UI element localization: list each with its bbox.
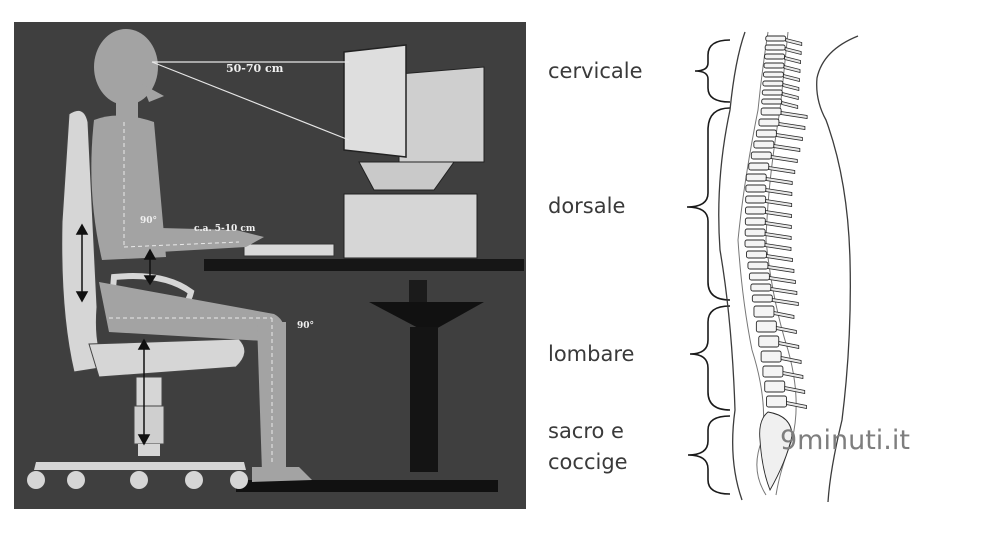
monitor — [343, 44, 485, 259]
vertebra-process — [782, 82, 800, 92]
vertebra-process — [784, 55, 801, 65]
region-label-cervicale: cervicale — [548, 59, 643, 83]
vertebra — [760, 350, 782, 363]
vertebra-process — [770, 155, 798, 163]
vertebra-process — [783, 73, 800, 83]
vertebra — [764, 44, 786, 51]
vertebra — [763, 62, 785, 69]
vertebra-process — [773, 311, 795, 319]
vertebra — [764, 53, 786, 60]
sacrum — [759, 411, 793, 492]
vertebra — [745, 206, 766, 215]
bracket-lombare — [689, 305, 731, 411]
vertebra — [762, 365, 784, 378]
vertebra-process — [780, 111, 808, 119]
vertebra-process — [764, 243, 792, 251]
vertebra-process — [784, 46, 802, 56]
vertebra — [761, 98, 783, 105]
ergonomic-workstation-illustration: 50-70 cm c.a. 5-10 cm 90° 90° — [14, 22, 526, 509]
elbow-angle-label: 90° — [140, 216, 157, 226]
vertebra-process — [785, 37, 803, 47]
vertebra-process — [765, 177, 793, 185]
vertebra-process — [780, 356, 802, 364]
bracket-dorsale — [686, 107, 731, 301]
vertebra — [760, 107, 782, 116]
vertebra-process — [778, 122, 806, 130]
vertebra-process — [765, 199, 793, 207]
watermark-text: 9minuti.it — [780, 425, 910, 456]
vertebra-process — [765, 188, 793, 196]
vertebra — [748, 162, 770, 171]
region-label-lombare: lombare — [548, 342, 635, 366]
vertebra — [755, 320, 777, 333]
vertebra-process — [766, 254, 793, 262]
forearm-clearance-label: c.a. 5-10 cm — [194, 224, 256, 234]
bracket-cervicale — [694, 39, 731, 103]
vertebra — [758, 335, 780, 348]
vertebra-process — [764, 221, 792, 229]
vertebra — [747, 261, 769, 270]
desk — [204, 259, 524, 492]
vertebra — [746, 250, 767, 259]
vertebra-process — [786, 401, 807, 409]
forearm-guide-line — [123, 241, 240, 248]
adjustment-arrows — [75, 223, 157, 446]
vertebra-process — [768, 166, 796, 174]
region-label-sacro-coccige: sacro e coccige — [548, 419, 628, 474]
body-outline — [718, 31, 859, 503]
vertebra — [762, 71, 784, 78]
vertebra — [758, 118, 780, 127]
region-label-dorsale: dorsale — [548, 194, 626, 218]
knee-angle-label: 90° — [297, 321, 314, 331]
vertebra-process — [778, 341, 800, 349]
vertebra-process — [767, 265, 795, 273]
vertebra — [744, 239, 766, 248]
vertebra — [744, 217, 766, 226]
region-brackets — [686, 39, 731, 495]
vertebra — [766, 395, 787, 408]
vertebra-process — [769, 276, 796, 284]
keyboard — [243, 243, 335, 257]
vertebra — [748, 272, 770, 281]
spine-diagram: cervicale dorsale lombare sacro e coccig… — [530, 0, 983, 533]
vertebra — [750, 283, 772, 292]
vertebra — [765, 35, 787, 42]
vertebra — [751, 294, 773, 303]
vertebra-process — [783, 64, 801, 74]
vertebra — [761, 89, 783, 96]
vertebra-process — [782, 371, 804, 379]
vertebra — [744, 228, 766, 237]
eye-distance-label: 50-70 cm — [226, 62, 284, 75]
vertebra — [753, 140, 775, 149]
bracket-sacro — [687, 415, 731, 495]
vertebra — [764, 380, 786, 393]
vertebra — [745, 184, 767, 193]
vertebra — [745, 195, 767, 204]
vertebra-process — [775, 133, 803, 141]
vertebra — [753, 305, 775, 318]
vertebra-process — [773, 144, 801, 152]
vertebra-process — [771, 298, 799, 306]
vertebra-process — [781, 91, 799, 101]
vertebra-process — [784, 386, 806, 394]
vertebra-process — [770, 287, 798, 295]
vertebra-process — [765, 210, 792, 218]
vertebra — [762, 80, 784, 87]
vertebrae — [744, 35, 808, 492]
vertebra — [750, 151, 772, 160]
vertebra — [745, 173, 767, 182]
vertebra-process — [775, 326, 797, 334]
vertebra-process — [764, 232, 792, 240]
vertebra — [755, 129, 777, 138]
eye-to-screen-line — [151, 61, 350, 141]
vertebra-process — [781, 100, 799, 110]
